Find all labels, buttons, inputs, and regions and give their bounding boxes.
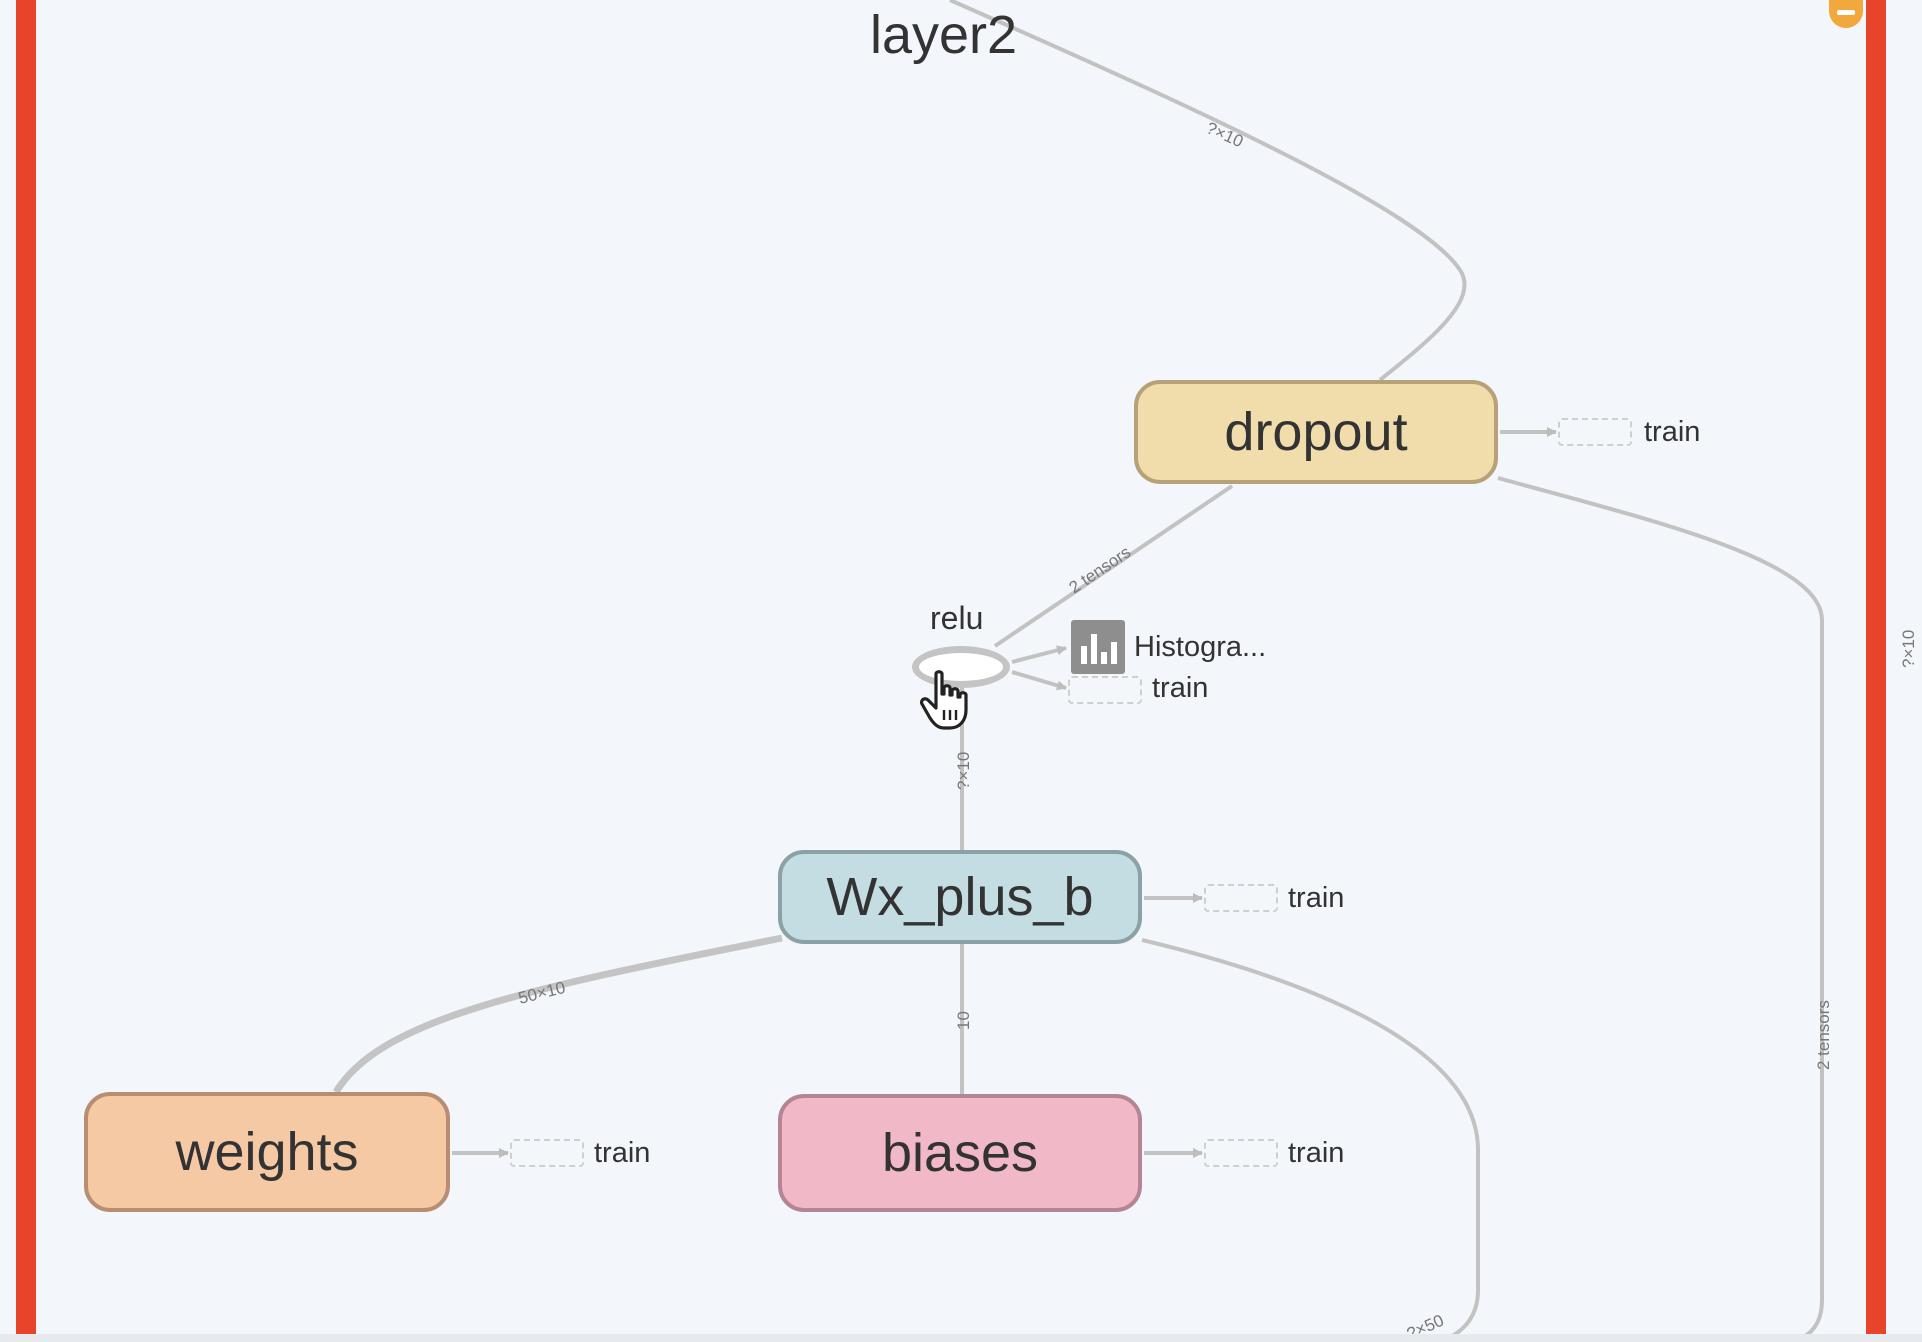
node-weights[interactable]: weights xyxy=(84,1092,450,1212)
node-wx-plus-b-label: Wx_plus_b xyxy=(826,867,1094,927)
edge-label-weights-to-wx: 50×10 xyxy=(516,978,567,1008)
aux-dropout-train-label: train xyxy=(1644,416,1701,448)
aux-weights-train-label: train xyxy=(594,1137,651,1169)
node-biases[interactable]: biases xyxy=(778,1094,1142,1212)
edge-relu-train xyxy=(1011,670,1067,691)
aux-dropout-train-box[interactable] xyxy=(1558,418,1632,446)
edge-label-relu-to-dropout: 2 tensors xyxy=(1066,542,1135,597)
collapse-icon[interactable] xyxy=(1829,0,1863,28)
node-weights-label: weights xyxy=(175,1122,359,1182)
aux-biases-train-label: train xyxy=(1288,1137,1345,1169)
bottom-edge xyxy=(0,1334,1922,1342)
aux-relu-train-box[interactable] xyxy=(1068,676,1142,704)
aux-biases-train-box[interactable] xyxy=(1204,1139,1278,1167)
aux-wx-train-box[interactable] xyxy=(1204,884,1278,912)
edge-relu-to-dropout xyxy=(993,484,1234,648)
node-wx-plus-b[interactable]: Wx_plus_b xyxy=(778,850,1142,944)
aux-wx-train-label: train xyxy=(1288,882,1345,914)
group-border-left xyxy=(16,0,36,1342)
edge-into-dropout xyxy=(949,0,1467,382)
edge-label-biases-to-wx: 10 xyxy=(954,1011,973,1030)
node-relu[interactable] xyxy=(912,646,1010,688)
edge-label-right-edge: 2 tensors xyxy=(1814,1000,1833,1070)
aux-relu-histogram-label: Histogra... xyxy=(1134,631,1267,663)
node-dropout-label: dropout xyxy=(1224,402,1408,462)
aux-relu-train-label: train xyxy=(1152,672,1209,704)
histogram-icon[interactable] xyxy=(1071,620,1125,674)
edge-dropout-right xyxy=(1497,476,1824,1342)
node-biases-label: biases xyxy=(881,1123,1039,1183)
edge-weights-to-wx xyxy=(333,934,783,1094)
aux-weights-train-box[interactable] xyxy=(510,1139,584,1167)
right-margin xyxy=(1886,0,1922,1342)
group-title: layer2 xyxy=(870,5,1018,65)
edge-wx-down-right xyxy=(1141,938,1480,1342)
hand-pointer-icon xyxy=(919,670,968,730)
node-dropout[interactable]: dropout xyxy=(1134,380,1498,484)
node-relu-label: relu xyxy=(930,600,984,636)
edge-relu-histogram xyxy=(1011,645,1067,664)
edge-label-wx-to-relu: ?×10 xyxy=(954,752,973,790)
group-border-right xyxy=(1866,0,1886,1342)
